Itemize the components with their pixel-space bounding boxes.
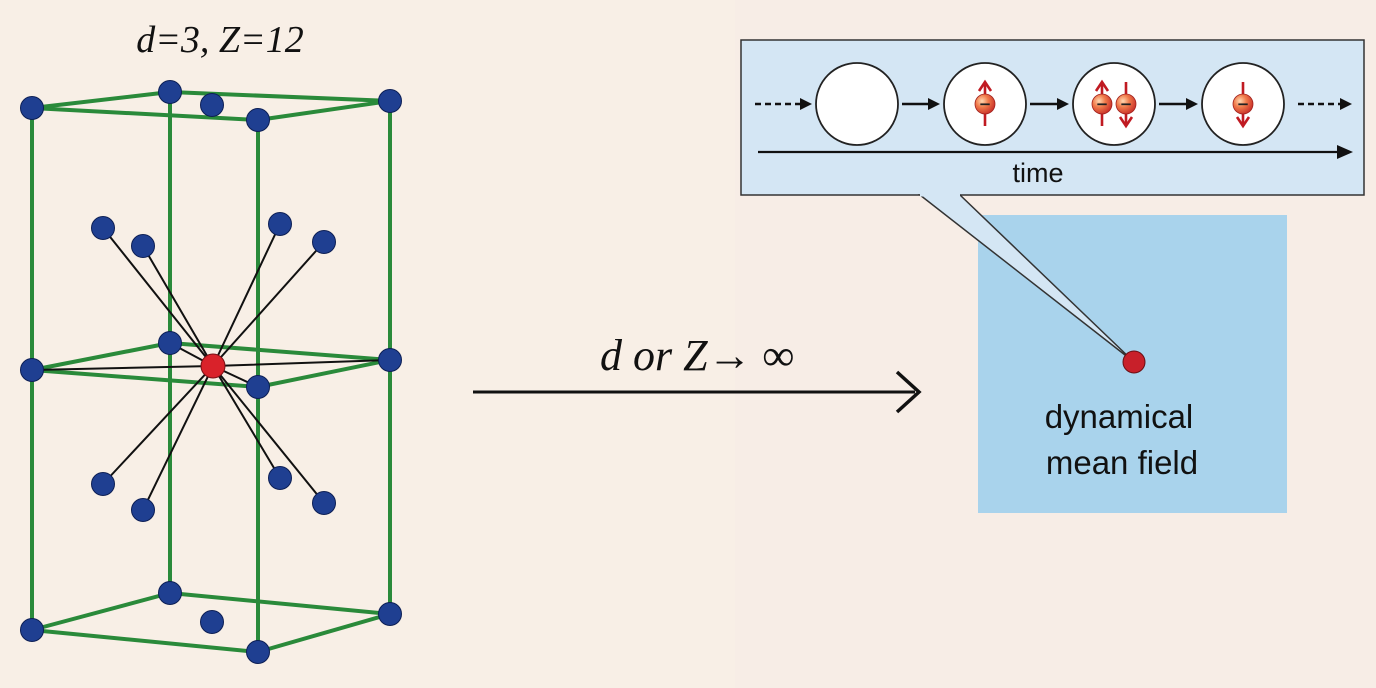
lattice-edge — [30, 341, 172, 372]
lattice-site — [246, 640, 270, 664]
neighbor-bond — [212, 223, 281, 367]
lattice-site — [200, 93, 224, 117]
time-step-arrow-icon — [1030, 98, 1069, 110]
lattice-site — [200, 610, 224, 634]
neighbor-bond — [31, 365, 214, 371]
electron-icon: − — [974, 79, 996, 126]
time-step-arrow-icon — [902, 98, 940, 110]
transition-arrow-icon — [473, 370, 922, 414]
state-empty — [815, 62, 899, 146]
time-axis-label: time — [1012, 158, 1063, 188]
lattice-edge — [30, 106, 260, 122]
svg-text:−: − — [1237, 95, 1250, 113]
neighbor-bond — [212, 241, 325, 367]
lattice-site — [378, 602, 402, 626]
lattice-edge — [30, 591, 172, 632]
lattice-site — [91, 216, 115, 240]
lattice-title: d=3, Z=12 — [136, 19, 303, 61]
lattice-edge — [256, 612, 392, 654]
lattice-site — [20, 96, 44, 120]
lattice-edge — [168, 341, 392, 362]
state-spin-down: − — [1201, 62, 1285, 146]
neighbor-bond — [142, 245, 214, 367]
lattice-sites — [20, 80, 402, 664]
lattice-site — [158, 331, 182, 355]
neighbor-bond — [212, 365, 325, 504]
lattice-site — [91, 472, 115, 496]
time-arrow-icon — [758, 145, 1353, 159]
lattice-site — [20, 358, 44, 382]
neighbor-bond — [212, 359, 391, 367]
lattice-site — [378, 89, 402, 113]
lattice-edge — [30, 368, 260, 389]
lattice-site — [268, 212, 292, 236]
svg-text:−: − — [979, 95, 992, 113]
state-spin-up: − — [943, 62, 1027, 146]
lattice-site — [268, 466, 292, 490]
lattice-site — [131, 498, 155, 522]
neighbor-bond — [212, 365, 281, 479]
lattice-site — [246, 375, 270, 399]
lattice-site — [131, 234, 155, 258]
svg-text:−: − — [1120, 95, 1133, 113]
central-site — [200, 353, 226, 379]
neighbor-bond — [102, 227, 214, 367]
lattice-edge — [168, 591, 392, 616]
time-step-arrow-icon — [1298, 98, 1352, 110]
lattice-edge — [256, 358, 392, 389]
time-step-arrow-icon — [755, 98, 812, 110]
mean-field-label-line2: mean field — [1046, 444, 1198, 481]
transition-label: d or Z→ ∞ — [600, 331, 794, 380]
lattice-edge — [30, 90, 172, 110]
lattice-edge — [256, 99, 392, 122]
site-occupancy-circle — [1072, 62, 1156, 146]
lattice-site — [246, 108, 270, 132]
lattice-site — [158, 581, 182, 605]
lattice-site — [312, 491, 336, 515]
lattice-site — [312, 230, 336, 254]
timeline-states: −−−− — [755, 62, 1352, 146]
electron-icon: − — [1091, 79, 1113, 126]
lattice-edge — [30, 628, 260, 654]
mean-field-label-line1: dynamical — [1045, 398, 1194, 435]
lattice-site — [378, 348, 402, 372]
electron-icon: − — [1115, 82, 1137, 129]
electron-icon: − — [1232, 82, 1254, 129]
impurity-site — [1122, 350, 1146, 374]
neighbor-bond — [142, 365, 214, 511]
lattice-site — [158, 80, 182, 104]
lattice-edges — [30, 90, 392, 654]
svg-text:−: − — [1096, 95, 1109, 113]
lattice-site — [20, 618, 44, 642]
neighbor-bond — [102, 365, 214, 485]
neighbor-bonds — [31, 223, 391, 511]
lattice-edge — [168, 90, 392, 103]
state-doubly-occupied: −− — [1072, 62, 1156, 146]
site-occupancy-circle — [815, 62, 899, 146]
time-step-arrow-icon — [1159, 98, 1198, 110]
